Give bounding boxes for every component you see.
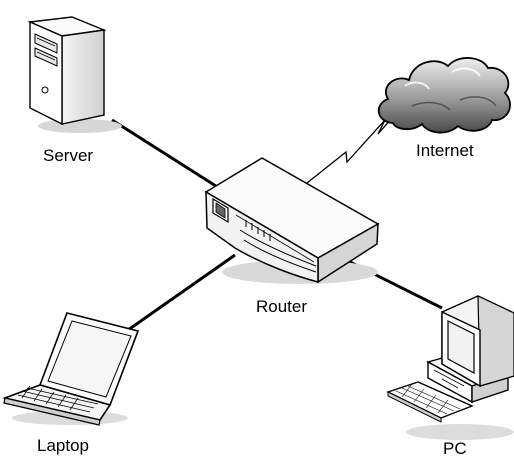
link-router-laptop bbox=[117, 253, 236, 339]
cloud-icon bbox=[377, 57, 511, 134]
laptop-label: Laptop bbox=[37, 436, 89, 455]
pc-label: PC bbox=[443, 439, 467, 458]
link-router-server bbox=[111, 118, 231, 197]
internet-label: Internet bbox=[416, 141, 474, 160]
laptop-icon bbox=[2, 312, 140, 426]
pc-icon bbox=[386, 295, 514, 440]
link-router-internet-wireless bbox=[306, 117, 393, 184]
server-icon bbox=[27, 16, 122, 133]
server-label: Server bbox=[43, 146, 94, 165]
router-label: Router bbox=[256, 297, 308, 316]
router-icon bbox=[204, 157, 380, 284]
